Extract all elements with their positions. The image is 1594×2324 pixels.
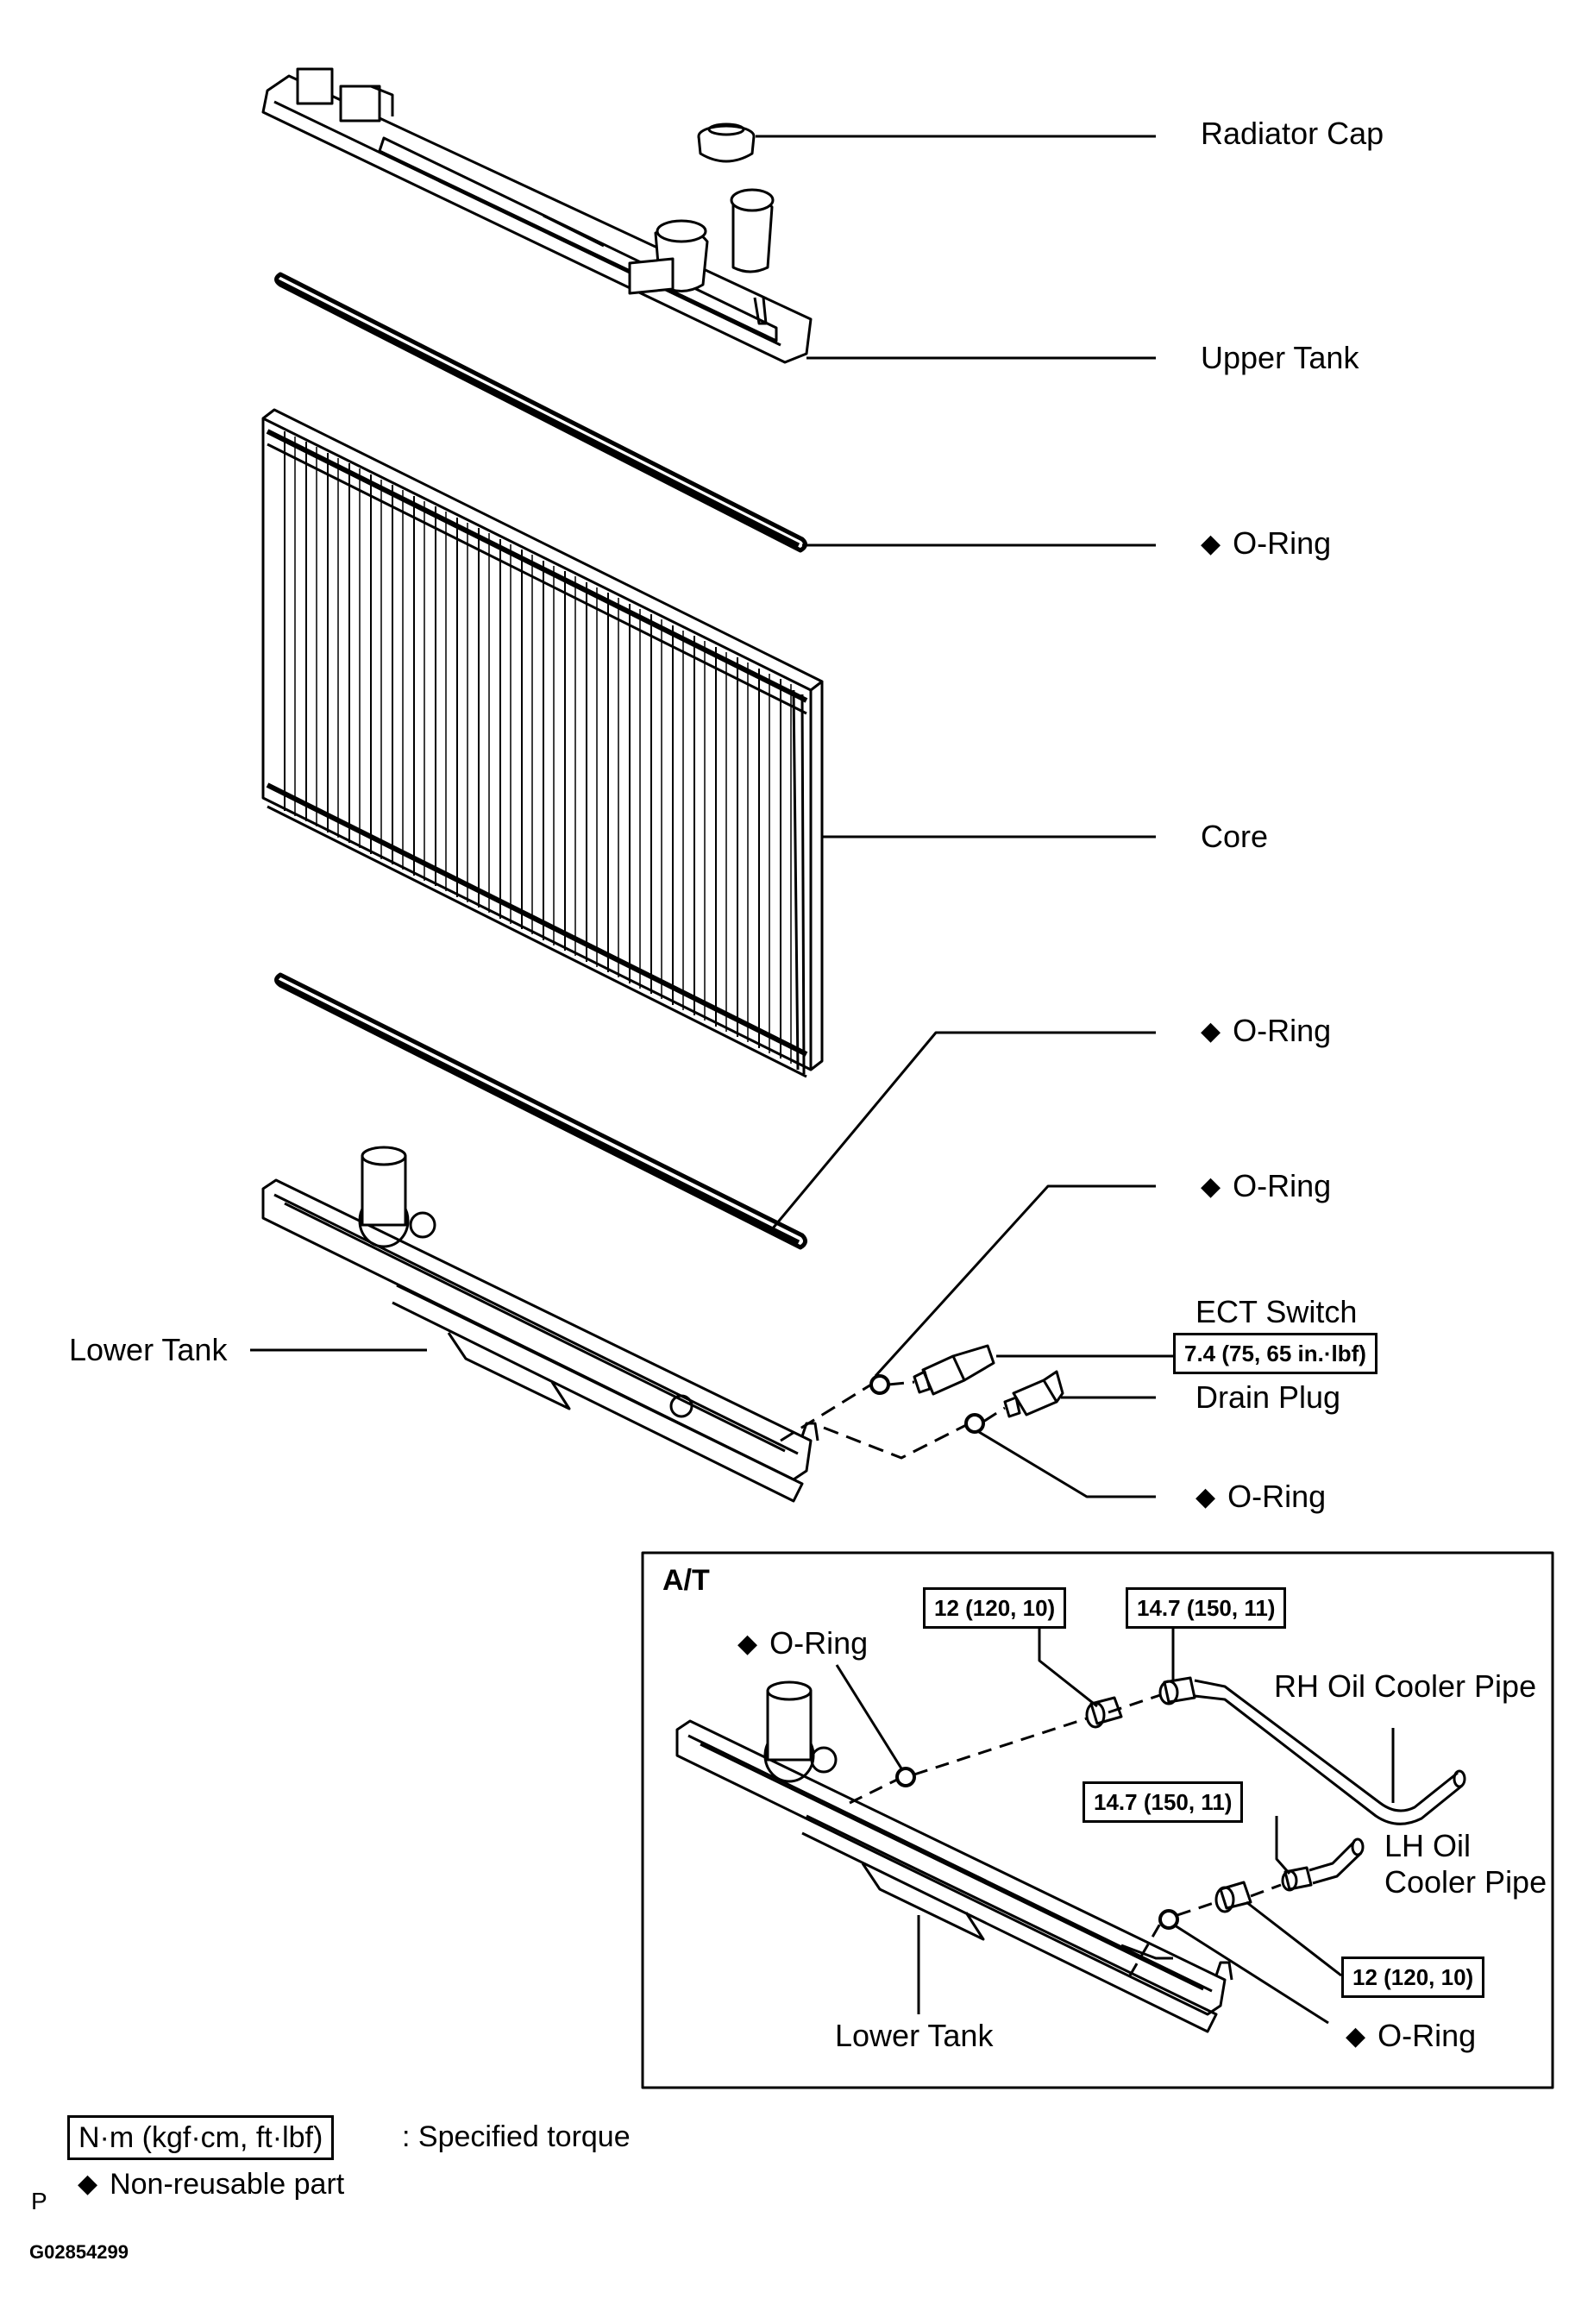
inset-oring-bottom-text: O-Ring (1377, 2018, 1477, 2053)
label-radiator-cap: Radiator Cap (1201, 116, 1384, 151)
non-reusable-icon: ◆ (1201, 1172, 1221, 1201)
inset-label-oring-bottom: ◆ O-Ring (1346, 2020, 1476, 2051)
oring-2-leader (770, 1031, 1156, 1230)
label-oring-1: ◆ O-Ring (1201, 528, 1331, 559)
label-drain-plug: Drain Plug (1196, 1379, 1341, 1415)
label-core: Core (1201, 819, 1269, 854)
non-reusable-icon: ◆ (78, 2170, 98, 2198)
inset-frame (641, 1551, 1554, 2089)
oring-upper-drawing (274, 272, 807, 553)
inset-lower-tank-drawing (675, 1680, 1233, 2033)
non-reusable-icon: ◆ (1201, 1017, 1221, 1046)
legend-marker: P (31, 2188, 47, 2214)
inset-torque-bottom: 12 (120, 10) (1341, 1957, 1485, 1998)
inset-union-bottom-drawing (1214, 1881, 1252, 1913)
label-lower-tank: Lower Tank (69, 1332, 228, 1367)
oring-2-text: O-Ring (1233, 1013, 1332, 1048)
inset-oring-top-drawing (895, 1767, 916, 1787)
inset-oring-bottom-drawing (1158, 1909, 1179, 1930)
inset-label-lh-pipe-1: LH Oil (1384, 1828, 1472, 1863)
radiator-cap-drawing (697, 122, 756, 163)
inset-label-oring-top: ◆ O-Ring (737, 1628, 868, 1659)
oring-3-text: O-Ring (1233, 1168, 1332, 1203)
inset-union-top-right-drawing (1158, 1676, 1196, 1705)
legend-nonreusable: ◆ Non-reusable part (78, 2170, 344, 2199)
inset-torque-top-left-leader (1038, 1626, 1098, 1708)
inset-label-lh-pipe-2: Cooler Pipe (1384, 1864, 1547, 1900)
non-reusable-icon: ◆ (1201, 530, 1221, 558)
inset-label-rh-pipe: RH Oil Cooler Pipe (1274, 1668, 1537, 1704)
inset-oring-top-leader (835, 1664, 903, 1769)
rh-oil-cooler-pipe-drawing (1194, 1679, 1463, 1825)
label-ect-switch: ECT Switch (1196, 1294, 1358, 1329)
assembly-dashes (780, 1380, 1006, 1460)
inset-torque-top-left: 12 (120, 10) (923, 1587, 1067, 1629)
inset-assembly-dashes (849, 1693, 1282, 1976)
inset-label-lower-tank: Lower Tank (835, 2018, 994, 2053)
non-reusable-icon: ◆ (1346, 2022, 1366, 2051)
legend-nonreusable-text: Non-reusable part (110, 2168, 345, 2201)
non-reusable-icon: ◆ (1196, 1483, 1216, 1511)
oring-4-drawing (964, 1413, 985, 1434)
inset-torque-mid-leader (1275, 1816, 1291, 1875)
legend-torque-desc: : Specified torque (402, 2120, 631, 2153)
oring-3-drawing (869, 1374, 890, 1395)
label-oring-4: ◆ O-Ring (1196, 1481, 1326, 1512)
non-reusable-icon: ◆ (737, 1630, 758, 1658)
ect-switch-drawing (913, 1344, 995, 1396)
inset-oring-bottom-leader (1174, 1924, 1329, 2025)
label-oring-3: ◆ O-Ring (1201, 1171, 1331, 1202)
legend-torque-box: N·m (kgf·cm, ft·lbf) (67, 2115, 335, 2160)
inset-oring-top-text: O-Ring (769, 1625, 869, 1661)
upper-tank-drawing (261, 67, 813, 364)
oring-1-text: O-Ring (1233, 525, 1332, 561)
oring-3-leader (874, 1184, 1156, 1378)
inset-torque-mid: 14.7 (150, 11) (1083, 1781, 1244, 1823)
rh-pipe-end (1453, 1769, 1466, 1788)
inset-union-top-left-drawing (1085, 1696, 1123, 1729)
inset-title: A/T (662, 1564, 710, 1597)
torque-box-ect-switch: 7.4 (75, 65 in.·lbf) (1173, 1333, 1377, 1374)
lower-tank-drawing (261, 1146, 819, 1503)
oring-4-leader (978, 1430, 1156, 1498)
label-oring-2: ◆ O-Ring (1201, 1015, 1331, 1046)
label-upper-tank: Upper Tank (1201, 340, 1359, 375)
drain-plug-drawing (1003, 1370, 1064, 1418)
oring-4-text: O-Ring (1227, 1479, 1327, 1514)
core-drawing (261, 408, 824, 1078)
inset-torque-top-right: 14.7 (150, 11) (1126, 1587, 1287, 1629)
inset-torque-bottom-leader (1246, 1900, 1342, 1977)
lh-oil-cooler-pipe-drawing (1281, 1837, 1365, 1892)
oring-lower-drawing (274, 972, 807, 1250)
figure-code: G02854299 (29, 2241, 129, 2263)
